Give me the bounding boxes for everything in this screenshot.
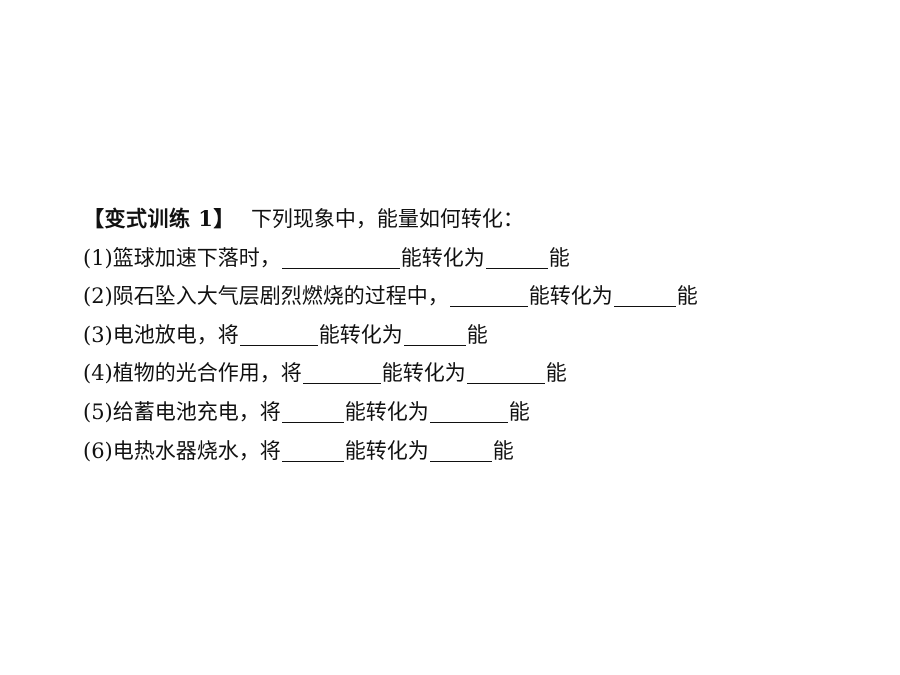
answer-blank-2a[interactable] xyxy=(449,284,528,308)
answer-blank-4b[interactable] xyxy=(466,361,545,385)
answer-blank-6a[interactable] xyxy=(281,439,344,462)
answer-blank-4a[interactable] xyxy=(302,361,381,385)
answer-blank-2b[interactable] xyxy=(613,284,676,308)
answer-blank-1a[interactable] xyxy=(281,246,400,269)
question-5-prefix: (5)给蓄电池充电，将 xyxy=(83,399,281,424)
question-2-suffix: 能 xyxy=(676,284,698,309)
answer-blank-6b[interactable] xyxy=(429,439,492,462)
question-item-6: (6)电热水器烧水，将 能转化为 能 xyxy=(83,432,843,471)
question-5-suffix: 能 xyxy=(508,399,530,424)
question-3-prefix: (3)电池放电，将 xyxy=(83,322,239,347)
question-2-prefix: (2)陨石坠入大气层剧烈燃烧的过程中， xyxy=(83,284,449,309)
question-item-3: (3)电池放电，将 能转化为 能 xyxy=(83,316,843,355)
question-item-4: (4)植物的光合作用，将 能转化为 能 xyxy=(83,354,843,393)
question-3-mid: 能转化为 xyxy=(318,322,403,347)
question-4-suffix: 能 xyxy=(545,361,567,386)
question-1-suffix: 能 xyxy=(548,245,570,270)
answer-blank-5b[interactable] xyxy=(429,400,508,423)
question-6-prefix: (6)电热水器烧水，将 xyxy=(83,438,281,463)
question-6-mid: 能转化为 xyxy=(344,438,429,463)
answer-blank-3b[interactable] xyxy=(403,323,466,346)
question-1-mid: 能转化为 xyxy=(400,245,485,270)
exercise-tag: 【变式训练 1】 xyxy=(83,206,235,231)
question-6-suffix: 能 xyxy=(492,438,514,463)
question-2-mid: 能转化为 xyxy=(528,284,613,309)
question-5-mid: 能转化为 xyxy=(344,399,429,424)
exercise-block: 【变式训练 1】下列现象中，能量如何转化： (1)篮球加速下落时，能转化为能 (… xyxy=(83,200,843,470)
question-item-1: (1)篮球加速下落时， 能转化为 能 xyxy=(83,239,843,278)
question-item-2: (2)陨石坠入大气层剧烈燃烧的过程中， 能转化为 能 xyxy=(83,277,843,316)
answer-blank-3a[interactable] xyxy=(239,323,318,346)
answer-blank-1b[interactable] xyxy=(485,246,548,269)
question-4-prefix: (4)植物的光合作用，将 xyxy=(83,361,302,386)
question-4-mid: 能转化为 xyxy=(381,361,466,386)
exercise-prompt: 下列现象中，能量如何转化： xyxy=(250,207,524,231)
question-item-5: (5)给蓄电池充电，将 能转化为 能 xyxy=(83,393,843,432)
exercise-header: 【变式训练 1】下列现象中，能量如何转化： xyxy=(83,200,843,239)
answer-blank-5a[interactable] xyxy=(281,400,344,423)
question-3-suffix: 能 xyxy=(466,322,488,347)
question-1-prefix: (1)篮球加速下落时， xyxy=(83,245,281,270)
